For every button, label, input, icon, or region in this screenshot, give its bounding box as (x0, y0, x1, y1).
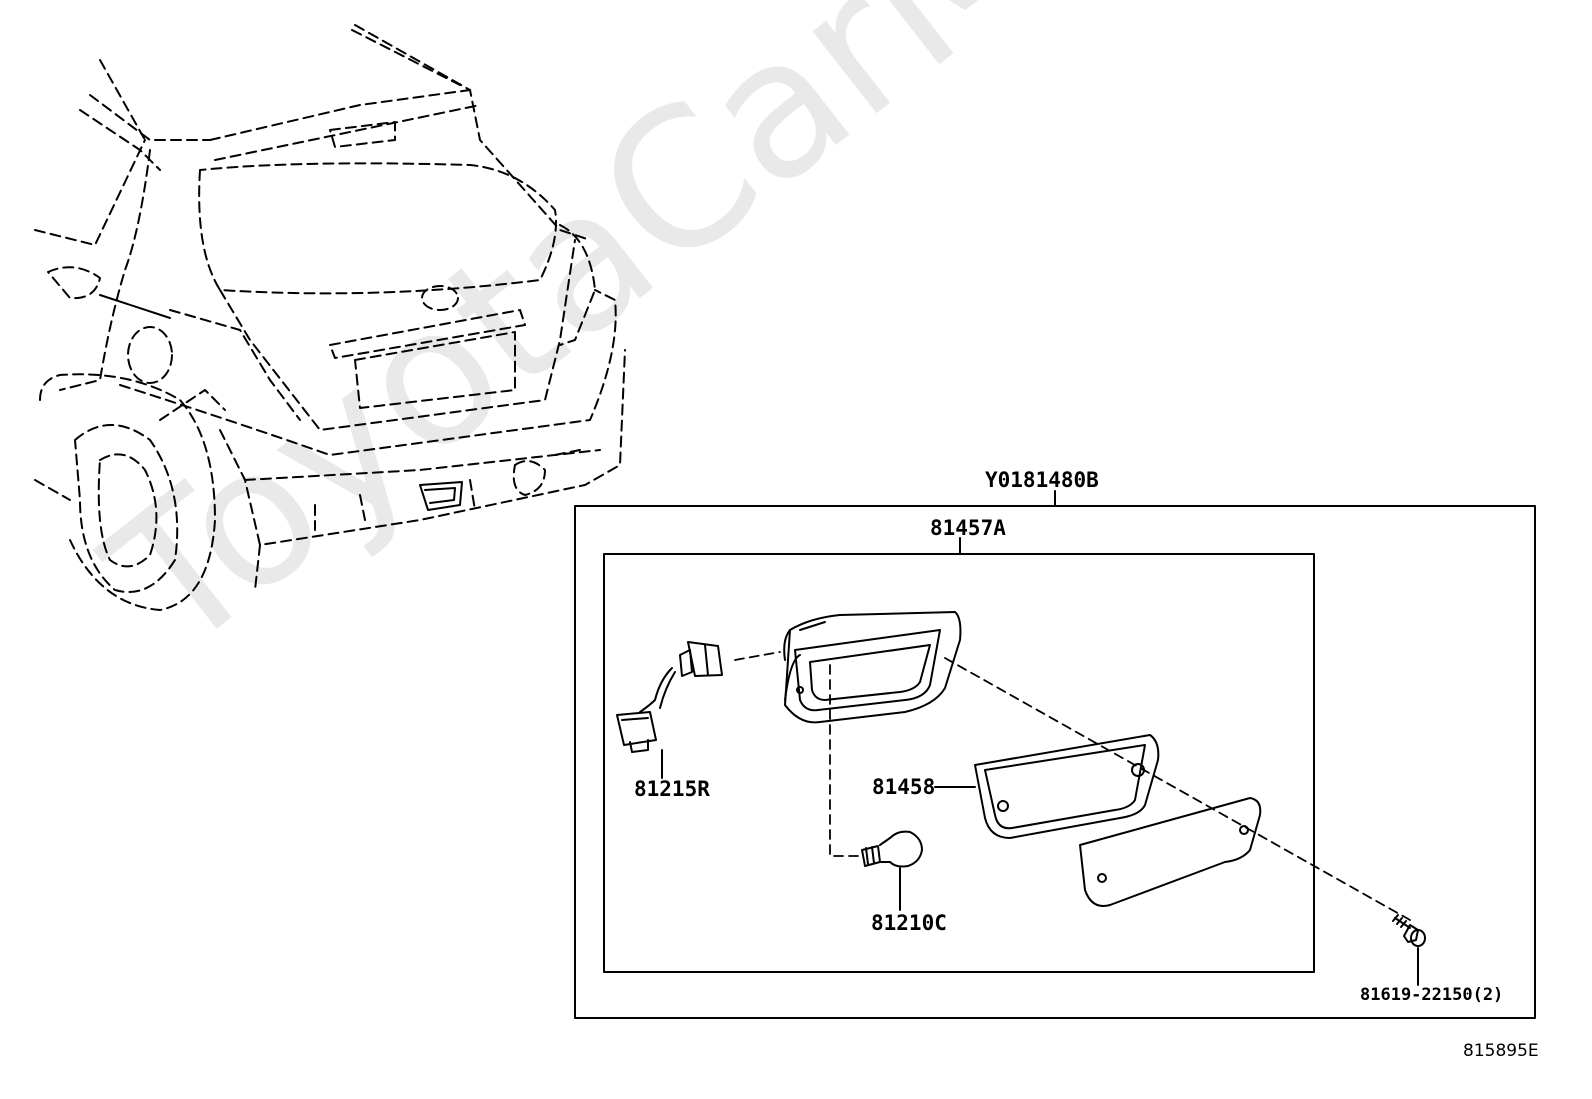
lamp-housing (783, 611, 962, 724)
socket-part-number: 81215R (634, 777, 710, 801)
bulb-part (861, 830, 923, 868)
lens-part (1079, 797, 1262, 907)
car-solid-lines (99, 294, 463, 511)
assembly-lines (734, 651, 1411, 921)
assembly-box (574, 505, 1536, 1019)
car-illustration (34, 24, 626, 611)
lamp-assy-part-number: 81457A (930, 516, 1006, 540)
assembly-part-number: Y0181480B (985, 468, 1099, 492)
screw-part (1392, 914, 1426, 947)
screw-part-number: 81619-22150(2) (1360, 985, 1504, 1005)
diagram-reference: 815895E (1463, 1041, 1539, 1061)
gasket-part-number: 81458 (872, 775, 936, 799)
bulb-part-number: 81210C (871, 911, 947, 935)
socket-wire-part (616, 641, 723, 753)
gasket-part (974, 734, 1160, 839)
